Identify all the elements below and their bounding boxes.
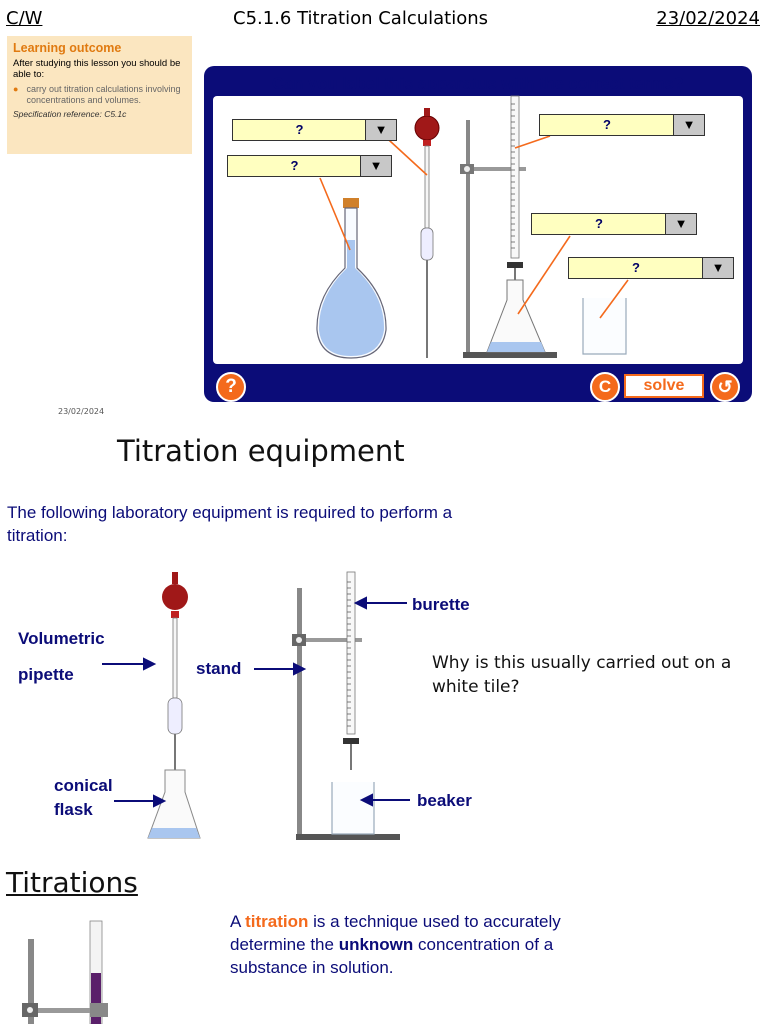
quiz-question: Can you label this apparatus with the co… xyxy=(272,75,684,93)
class-work-label: C/W xyxy=(6,8,43,29)
definition-text-3: concentration of a substance in solution… xyxy=(230,935,554,977)
volumetric-flask-drawing xyxy=(316,198,387,359)
specification-reference: Specification reference: C5.1c xyxy=(13,109,127,119)
dropdown-conical-flask[interactable]: ?▼ xyxy=(531,213,697,235)
conical-flask-diagram xyxy=(147,769,201,839)
label-volumetric: Volumetric xyxy=(18,629,105,648)
equipment-intro: The following laboratory equipment is re… xyxy=(7,503,453,545)
learning-outcome-bullet-text: carry out titration calculations involvi… xyxy=(26,84,181,105)
conical-flask-drawing xyxy=(486,279,546,353)
titration-equipment-diagram xyxy=(102,571,410,840)
dropdown-burette[interactable]: ?▼ xyxy=(539,114,705,136)
page-title: C5.1.6 Titration Calculations xyxy=(233,8,489,29)
slide-date: 23/02/2024 xyxy=(58,407,105,416)
definition-text-2: is a technique used to accurately determ… xyxy=(230,912,561,954)
dropdown-pipette[interactable]: ?▼ xyxy=(232,119,397,141)
chevron-down-icon[interactable]: ▼ xyxy=(702,258,733,278)
help-button[interactable]: ? xyxy=(216,372,246,402)
label-burette: burette xyxy=(412,595,470,614)
stand-drawing xyxy=(460,120,557,358)
definition-keyword-titration: titration xyxy=(245,912,309,931)
beaker-drawing xyxy=(582,298,627,355)
reset-button[interactable]: ↺ xyxy=(710,372,740,402)
titrations-title: Titrations xyxy=(6,866,138,899)
dropdown-value: ? xyxy=(595,216,603,231)
clear-button[interactable]: C xyxy=(590,372,620,402)
dropdown-volumetric-flask[interactable]: ?▼ xyxy=(227,155,392,177)
learning-outcome-intro: After studying this lesson you should be… xyxy=(13,58,181,80)
stand-diagram xyxy=(292,588,400,840)
dropdown-value: ? xyxy=(290,158,299,173)
dropdown-value: ? xyxy=(603,117,611,132)
beaker-diagram xyxy=(331,782,375,835)
equipment-title: Titration equipment xyxy=(117,434,405,468)
titration-partial-diagram xyxy=(22,920,108,1024)
dropdown-beaker[interactable]: ?▼ xyxy=(568,257,734,279)
chevron-down-icon[interactable]: ▼ xyxy=(360,156,391,176)
label-beaker: beaker xyxy=(417,791,472,810)
dropdown-value: ? xyxy=(632,260,640,275)
definition-keyword-unknown: unknown xyxy=(338,935,414,954)
label-arrows xyxy=(102,596,410,808)
burette-diagram xyxy=(343,571,359,770)
page-date: 23/02/2024 xyxy=(656,8,760,29)
solve-button[interactable]: solve xyxy=(624,374,704,398)
learning-outcome-heading: Learning outcome xyxy=(13,41,122,55)
learning-outcome-bullet: ●carry out titration calculations involv… xyxy=(13,84,192,106)
learning-outcome-box: Learning outcome After studying this les… xyxy=(7,36,192,154)
label-conical: conical xyxy=(54,776,113,795)
titration-definition: A titration is a technique used to accur… xyxy=(230,910,630,979)
chevron-down-icon[interactable]: ▼ xyxy=(673,115,704,135)
label-stand: stand xyxy=(196,659,242,678)
quiz-apparatus-drawing xyxy=(316,95,629,359)
label-pipette: pipette xyxy=(18,665,74,684)
definition-text-1: A xyxy=(230,912,246,931)
burette-drawing xyxy=(507,95,523,280)
label-flask: flask xyxy=(54,800,93,819)
pipette-drawing xyxy=(414,108,440,358)
chevron-down-icon[interactable]: ▼ xyxy=(365,120,396,140)
chevron-down-icon[interactable]: ▼ xyxy=(665,214,696,234)
white-tile-question: Why is this usually carried out on a whi… xyxy=(432,653,732,697)
dropdown-value: ? xyxy=(295,122,304,137)
